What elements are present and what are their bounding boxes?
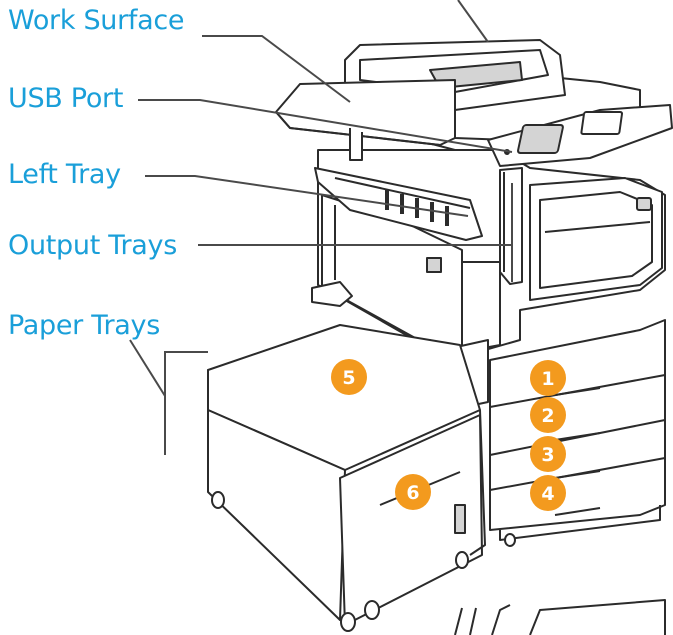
- badge-tray-2-text: 2: [541, 405, 554, 427]
- leader-usb-port: [138, 99, 513, 153]
- leader-paper-trays-bracket: [164, 351, 208, 455]
- casters: [211, 491, 516, 632]
- leader-work-surface: [202, 35, 351, 103]
- badge-tray-6: 6: [395, 474, 431, 510]
- badge-tray-6-text: 6: [406, 482, 419, 504]
- leader-lines: [129, 0, 513, 455]
- leader-feeder: [457, 0, 489, 43]
- left-output-tray: [314, 167, 483, 241]
- label-paper-trays: Paper Trays: [8, 310, 160, 341]
- badge-tray-5: 5: [331, 359, 367, 395]
- adjacent-unit: [454, 599, 666, 635]
- work-surface-shelf: [275, 79, 456, 146]
- label-work-surface: Work Surface: [8, 5, 185, 36]
- hcf-cabinet-front: [339, 414, 483, 626]
- badge-tray-1: 1: [530, 360, 566, 396]
- printer-illustration: [207, 39, 673, 635]
- leader-left-tray: [145, 175, 469, 217]
- badge-tray-5-text: 5: [342, 367, 355, 389]
- badge-tray-4-text: 4: [541, 483, 554, 505]
- badge-tray-3-text: 3: [541, 444, 554, 466]
- badge-tray-4: 4: [530, 475, 566, 511]
- leader-paper-trays: [129, 339, 166, 397]
- badge-tray-1-text: 1: [541, 368, 554, 390]
- front-panel: [529, 177, 663, 301]
- badge-tray-2: 2: [530, 397, 566, 433]
- label-usb-port: USB Port: [8, 83, 124, 114]
- label-left-tray: Left Tray: [8, 159, 121, 190]
- badge-tray-3: 3: [530, 436, 566, 472]
- label-output-trays: Output Trays: [8, 230, 177, 261]
